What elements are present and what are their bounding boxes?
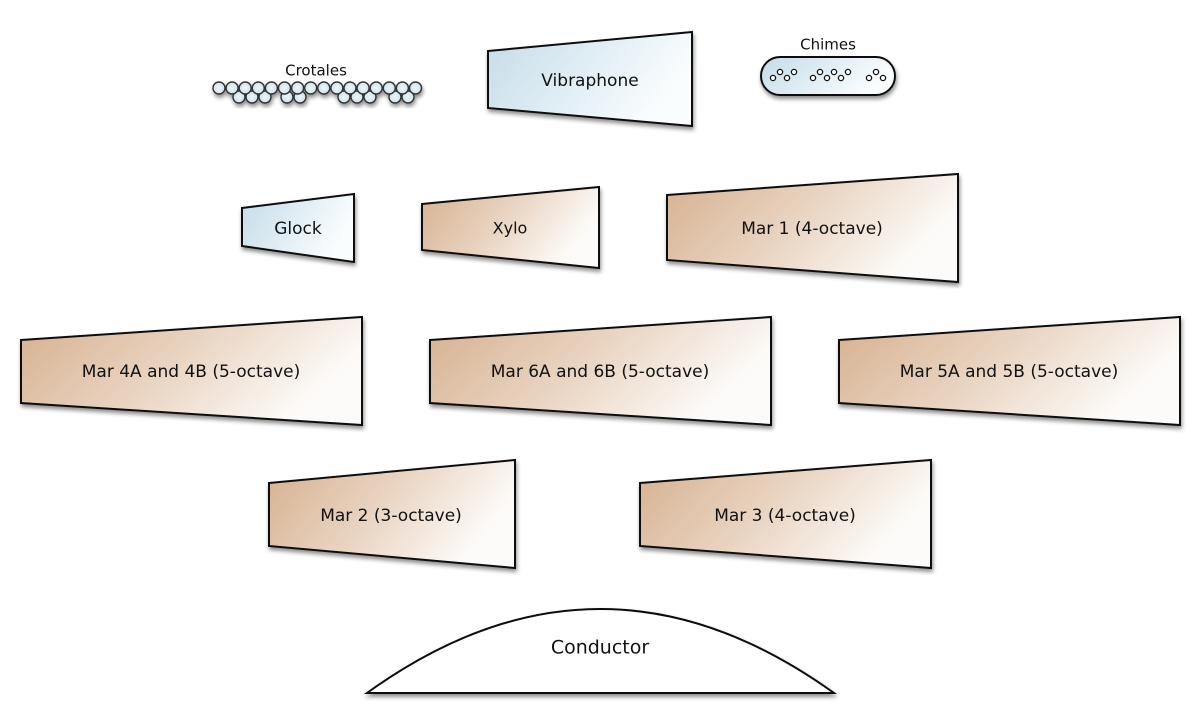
crotales-discs: [212, 81, 423, 104]
chime-tube: [816, 68, 824, 76]
crotale-disc: [317, 81, 331, 95]
crotale-disc: [258, 90, 272, 104]
crotale-disc: [232, 90, 246, 104]
marimba-1-label: Mar 1 (4-octave): [741, 219, 883, 239]
marimba-3-shape: [639, 458, 932, 570]
conductor[interactable]: Conductor: [363, 608, 838, 694]
crotale-disc: [343, 81, 357, 95]
chime-tube: [823, 74, 831, 82]
xylo[interactable]: Xylo: [421, 185, 600, 270]
crotale-disc: [245, 90, 259, 104]
chime-tube: [865, 74, 873, 82]
marimba-5[interactable]: Mar 5A and 5B (5-octave): [838, 315, 1181, 427]
crotale-disc: [408, 81, 423, 95]
chime-tube: [809, 74, 817, 82]
marimba-2[interactable]: Mar 2 (3-octave): [268, 458, 516, 570]
crotale-disc: [350, 90, 364, 104]
chime-tube: [776, 68, 784, 76]
glock-label: Glock: [274, 219, 322, 239]
crotale-disc: [277, 81, 292, 95]
crotale-disc: [264, 81, 279, 95]
chime-tube: [837, 74, 845, 82]
marimba-1[interactable]: Mar 1 (4-octave): [666, 172, 959, 284]
crotale-disc: [369, 81, 383, 95]
vibraphone-shape: [487, 30, 693, 128]
chime-tube: [879, 74, 887, 82]
chime-tube: [872, 68, 880, 76]
crotale-disc: [304, 81, 318, 95]
chime-tube: [769, 74, 777, 82]
marimba-6-label: Mar 6A and 6B (5-octave): [491, 362, 709, 382]
marimba-4-label: Mar 4A and 4B (5-octave): [82, 362, 300, 382]
marimba-5-label: Mar 5A and 5B (5-octave): [900, 362, 1118, 382]
crotale-disc: [382, 81, 396, 95]
marimba-4-shape: [20, 315, 363, 427]
chimes[interactable]: Chimes: [760, 36, 896, 96]
crotale-disc: [363, 90, 377, 104]
marimba-6-shape: [429, 315, 772, 427]
crotale-disc: [337, 90, 351, 104]
crotale-disc: [251, 81, 265, 95]
marimba-5-shape: [838, 315, 1181, 427]
crotale-disc: [356, 81, 370, 95]
chimes-label: Chimes: [800, 36, 856, 54]
xylo-label: Xylo: [493, 219, 528, 238]
glock-shape: [241, 192, 355, 264]
conductor-podium: [363, 608, 838, 694]
marimba-3-label: Mar 3 (4-octave): [714, 506, 856, 526]
marimba-2-label: Mar 2 (3-octave): [320, 506, 462, 526]
crotale-disc: [395, 81, 410, 95]
conductor-label: Conductor: [551, 637, 650, 659]
marimba-6[interactable]: Mar 6A and 6B (5-octave): [429, 315, 772, 427]
crotales[interactable]: Crotales: [212, 62, 423, 104]
marimba-1-shape: [666, 172, 959, 284]
vibraphone[interactable]: Vibraphone: [487, 30, 693, 128]
chimes-tubes: [769, 68, 887, 82]
marimba-4[interactable]: Mar 4A and 4B (5-octave): [20, 315, 363, 427]
xylo-shape: [421, 185, 600, 270]
chime-tube: [844, 68, 852, 76]
crotale-disc: [290, 81, 305, 95]
glock[interactable]: Glock: [241, 192, 355, 264]
chime-tube: [783, 74, 791, 82]
crotales-label: Crotales: [285, 62, 347, 80]
chime-tube: [830, 68, 838, 76]
crotale-disc: [225, 81, 239, 95]
chime-tube: [790, 68, 798, 76]
vibraphone-label: Vibraphone: [541, 71, 638, 91]
crotale-disc: [212, 81, 226, 95]
crotale-disc: [330, 81, 344, 95]
marimba-2-shape: [268, 458, 516, 570]
crotale-disc: [238, 81, 252, 95]
marimba-3[interactable]: Mar 3 (4-octave): [639, 458, 932, 570]
